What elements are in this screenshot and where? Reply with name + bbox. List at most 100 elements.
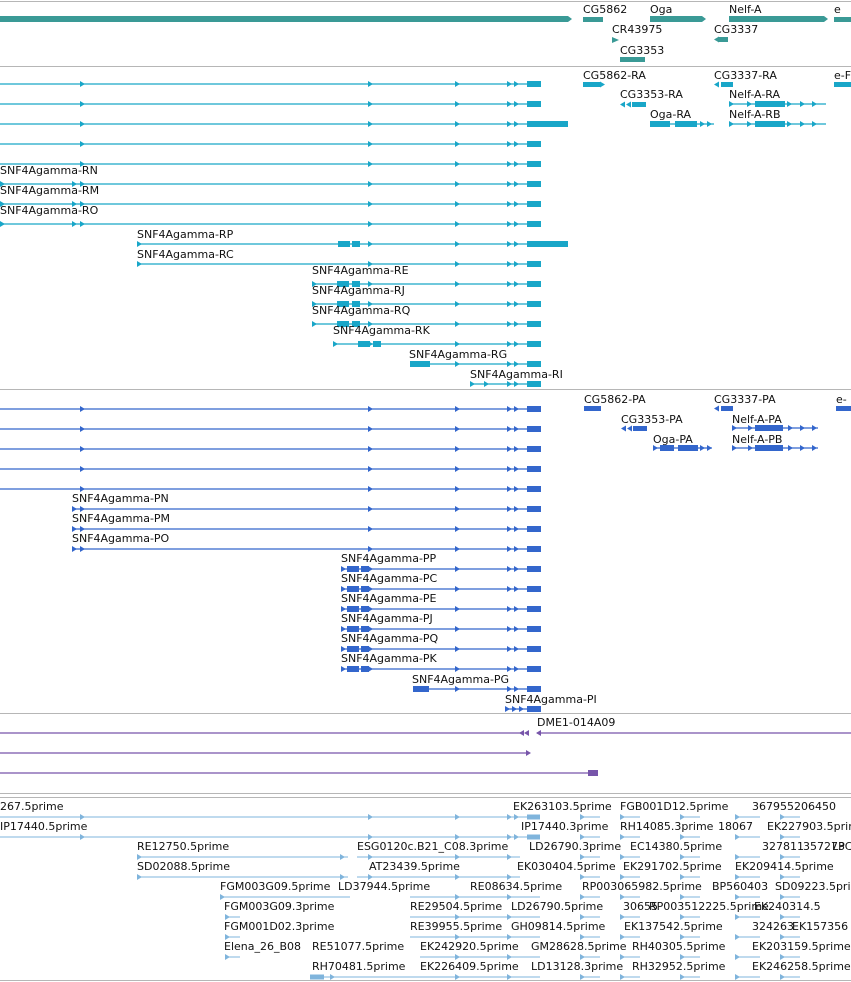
exon-block bbox=[373, 341, 381, 347]
direction-arrow-icon bbox=[455, 686, 460, 692]
exon-block bbox=[337, 301, 349, 307]
transcript-label: SNF4Agamma-RO bbox=[0, 204, 99, 217]
direction-arrow-icon bbox=[368, 121, 373, 127]
est-arrow-icon bbox=[620, 914, 625, 920]
protein-label: SNF4Agamma-PE bbox=[341, 592, 437, 605]
est-label: EK203159.5prime bbox=[752, 940, 851, 953]
exon-block bbox=[358, 341, 370, 347]
direction-arrow-icon bbox=[312, 281, 317, 287]
direction-arrow-icon bbox=[368, 181, 373, 187]
direction-arrow-icon bbox=[455, 261, 460, 267]
direction-arrow-icon bbox=[80, 141, 85, 147]
direction-arrow-icon bbox=[455, 446, 460, 452]
transcript-label: SNF4Agamma-RG bbox=[409, 348, 507, 361]
transcript-label-oga-ra: Oga-RA bbox=[650, 108, 692, 121]
direction-arrow-icon bbox=[700, 445, 705, 451]
est-label: EK227903.5prime bbox=[767, 820, 851, 833]
est-arrow-icon bbox=[680, 834, 685, 840]
direction-arrow-icon bbox=[519, 706, 524, 712]
exon-block bbox=[527, 406, 541, 412]
direction-arrow-icon bbox=[368, 426, 373, 432]
direction-arrow-icon bbox=[800, 425, 805, 431]
exon-block bbox=[836, 406, 851, 411]
direction-arrow-icon bbox=[514, 426, 519, 432]
direction-arrow-icon bbox=[600, 81, 605, 88]
direction-arrow-icon bbox=[455, 506, 460, 512]
reverse-arrow-icon bbox=[714, 81, 719, 88]
est-block bbox=[527, 834, 540, 840]
est-arrow-icon bbox=[680, 874, 685, 880]
exon-block bbox=[352, 301, 360, 307]
est-arrow-icon bbox=[735, 914, 740, 920]
protein-label: SNF4Agamma-PP bbox=[341, 552, 437, 565]
direction-arrow-icon bbox=[368, 81, 373, 87]
est-arrow-icon bbox=[580, 954, 585, 960]
direction-arrow-icon bbox=[507, 341, 512, 347]
est-arrow-icon bbox=[735, 954, 740, 960]
gene-bar-cg3353 bbox=[620, 57, 645, 62]
protein-label: SNF4Agamma-PG bbox=[412, 673, 509, 686]
direction-arrow-icon bbox=[514, 161, 519, 167]
exon-block bbox=[527, 381, 541, 387]
direction-arrow-icon bbox=[514, 81, 519, 87]
direction-arrow-icon bbox=[800, 101, 805, 107]
exon-block bbox=[755, 425, 783, 431]
exon-block bbox=[527, 566, 541, 572]
direction-arrow-icon bbox=[700, 121, 705, 127]
reverse-arrow-icon bbox=[621, 425, 626, 432]
direction-arrow-icon bbox=[514, 321, 519, 327]
est-arrow-icon bbox=[507, 834, 512, 840]
est-arrow-icon bbox=[620, 834, 625, 840]
direction-arrow-icon bbox=[80, 221, 85, 227]
direction-arrow-icon bbox=[455, 221, 460, 227]
exon-block bbox=[527, 181, 541, 187]
direction-arrow-icon bbox=[514, 546, 519, 552]
exon-block bbox=[347, 626, 359, 632]
direction-arrow-icon bbox=[312, 301, 317, 307]
est-label: SD09223.5prime bbox=[775, 880, 851, 893]
exon-block bbox=[527, 101, 541, 107]
direction-arrow-icon bbox=[514, 486, 519, 492]
direction-arrow-icon bbox=[507, 506, 512, 512]
est-arrow-icon bbox=[735, 974, 740, 980]
est-arrow-icon bbox=[580, 854, 585, 860]
est-label: 30655 bbox=[623, 900, 658, 913]
direction-arrow-icon bbox=[455, 466, 460, 472]
gene-bar-e bbox=[834, 17, 851, 22]
direction-arrow-icon bbox=[514, 141, 519, 147]
direction-arrow-icon bbox=[653, 445, 658, 451]
direction-arrow-icon bbox=[80, 101, 85, 107]
exon-block bbox=[527, 161, 541, 167]
protein-label: SNF4Agamma-PI bbox=[505, 693, 597, 706]
direction-arrow-icon bbox=[455, 81, 460, 87]
transcript-label-cg5862-ra: CG5862-RA bbox=[583, 69, 646, 82]
est-arrow-icon bbox=[580, 894, 585, 900]
est-arrow-icon bbox=[620, 814, 625, 820]
est-arrow-icon bbox=[455, 954, 460, 960]
est-arrow-icon bbox=[780, 814, 785, 820]
direction-arrow-icon bbox=[455, 646, 460, 652]
gene-label-oga: Oga bbox=[650, 3, 672, 16]
est-arrow-icon bbox=[507, 894, 512, 900]
direction-arrow-icon bbox=[80, 81, 85, 87]
direction-arrow-icon bbox=[514, 201, 519, 207]
est-arrow-icon bbox=[735, 934, 740, 940]
gene-bar-snf4agamma bbox=[0, 16, 568, 22]
exon-block bbox=[527, 241, 568, 247]
direction-arrow-icon bbox=[514, 586, 519, 592]
exon-block bbox=[650, 121, 670, 127]
est-arrow-icon bbox=[137, 854, 142, 860]
direction-arrow-icon bbox=[507, 121, 512, 127]
protein-label: SNF4Agamma-PJ bbox=[341, 612, 433, 625]
direction-arrow-icon bbox=[507, 261, 512, 267]
direction-arrow-icon bbox=[368, 261, 373, 267]
direction-arrow-icon bbox=[812, 425, 817, 431]
direction-arrow-icon bbox=[507, 221, 512, 227]
est-label: IP17440.5prime bbox=[0, 820, 88, 833]
direction-arrow-icon bbox=[507, 586, 512, 592]
direction-arrow-icon bbox=[455, 281, 460, 287]
direction-arrow-icon bbox=[80, 526, 85, 532]
protein-label: SNF4Agamma-PO bbox=[72, 532, 170, 545]
exon-block bbox=[527, 506, 541, 512]
